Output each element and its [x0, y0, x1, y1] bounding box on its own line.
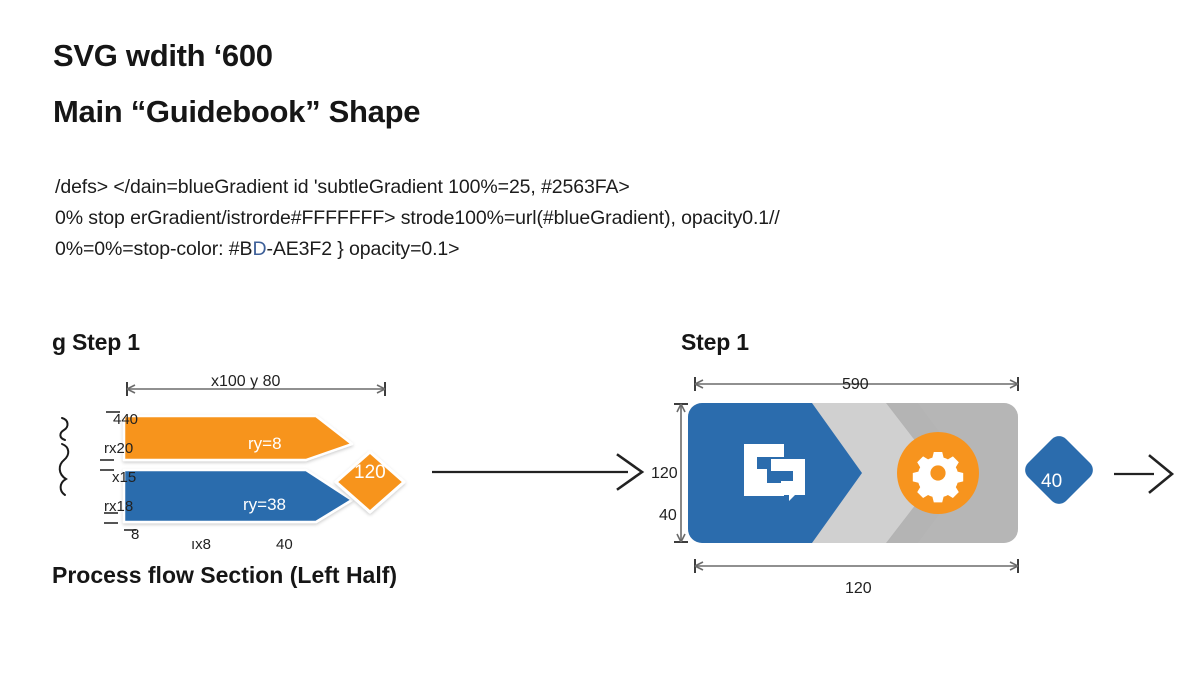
code-line-3-part-a: 0%=0%=stop-color: #B — [55, 238, 253, 260]
right-diamond-label: 40 — [1041, 471, 1063, 492]
right-blue-diamond — [1025, 436, 1093, 504]
left-orange-chevron-band — [122, 414, 354, 462]
left-orange-diamond — [334, 450, 406, 514]
code-line-2: 0% stop erGradient/istrorde#FFFFFFF> str… — [55, 207, 780, 229]
code-line-1: /defs> </dain=blueGradient id 'subtleGra… — [55, 176, 630, 198]
gear-icon-badge — [897, 432, 979, 514]
left-label-x15: x15 — [112, 469, 137, 486]
left-blue-chevron-band — [122, 468, 354, 524]
left-diamond-label: 120 — [354, 462, 386, 483]
right-top-dimension-label: 590 — [842, 376, 869, 393]
end-connector-arrow — [1112, 452, 1192, 496]
gear-icon — [912, 452, 964, 503]
code-line-3: 0%=0%=stop-color: #BD-AE3F2 } opacity=0.… — [55, 234, 1065, 265]
left-label-rx18: rx18 — [104, 498, 134, 515]
code-line-3-highlight: D — [252, 238, 267, 260]
left-squiggle-brace — [58, 417, 70, 496]
left-bottom-label-40: 40 — [276, 536, 293, 553]
right-bottom-dimension-label: 120 — [845, 580, 872, 597]
page-title-primary: SVG wdith ‘600 — [53, 38, 273, 73]
windows-stack-icon — [744, 444, 805, 501]
page-title-secondary: Main “Guidebook” Shape — [53, 94, 421, 129]
right-left-dimension-lower-label: 40 — [659, 507, 677, 524]
left-bottom-label-ix8: ıx8 — [191, 536, 212, 553]
left-label-8: 8 — [131, 526, 140, 543]
code-line-3-part-b: -AE3F2 } opacity=0.1> — [266, 238, 460, 260]
right-process-flow-diagram — [640, 370, 1160, 600]
left-label-440: 440 — [113, 411, 139, 428]
right-top-dimension-line — [694, 377, 1019, 391]
left-band-bottom-label: ry=38 — [243, 495, 286, 514]
right-blue-chevron — [688, 403, 862, 543]
right-left-dimension-upper-label: 120 — [651, 465, 678, 482]
right-panel-step-label: Step 1 — [681, 329, 749, 355]
left-band-top-label: ry=8 — [248, 434, 282, 453]
left-panel-step-label: g Step 1 — [52, 329, 140, 355]
right-left-dimension-line — [674, 403, 688, 543]
code-snippet-block: /defs> </dain=blueGradient id 'subtleGra… — [55, 172, 1065, 265]
middle-connector-arrow — [430, 450, 660, 491]
left-top-dimension-label: x100 y 80 — [211, 373, 281, 390]
left-tick-marks — [100, 411, 120, 524]
right-bottom-dimension-line — [694, 559, 1019, 573]
left-label-rx20: rx20 — [104, 440, 134, 457]
left-top-dimension-line — [126, 382, 386, 396]
left-panel-caption: Process flow Section (Left Half) — [52, 562, 398, 588]
left-process-flow-diagram — [40, 360, 460, 560]
